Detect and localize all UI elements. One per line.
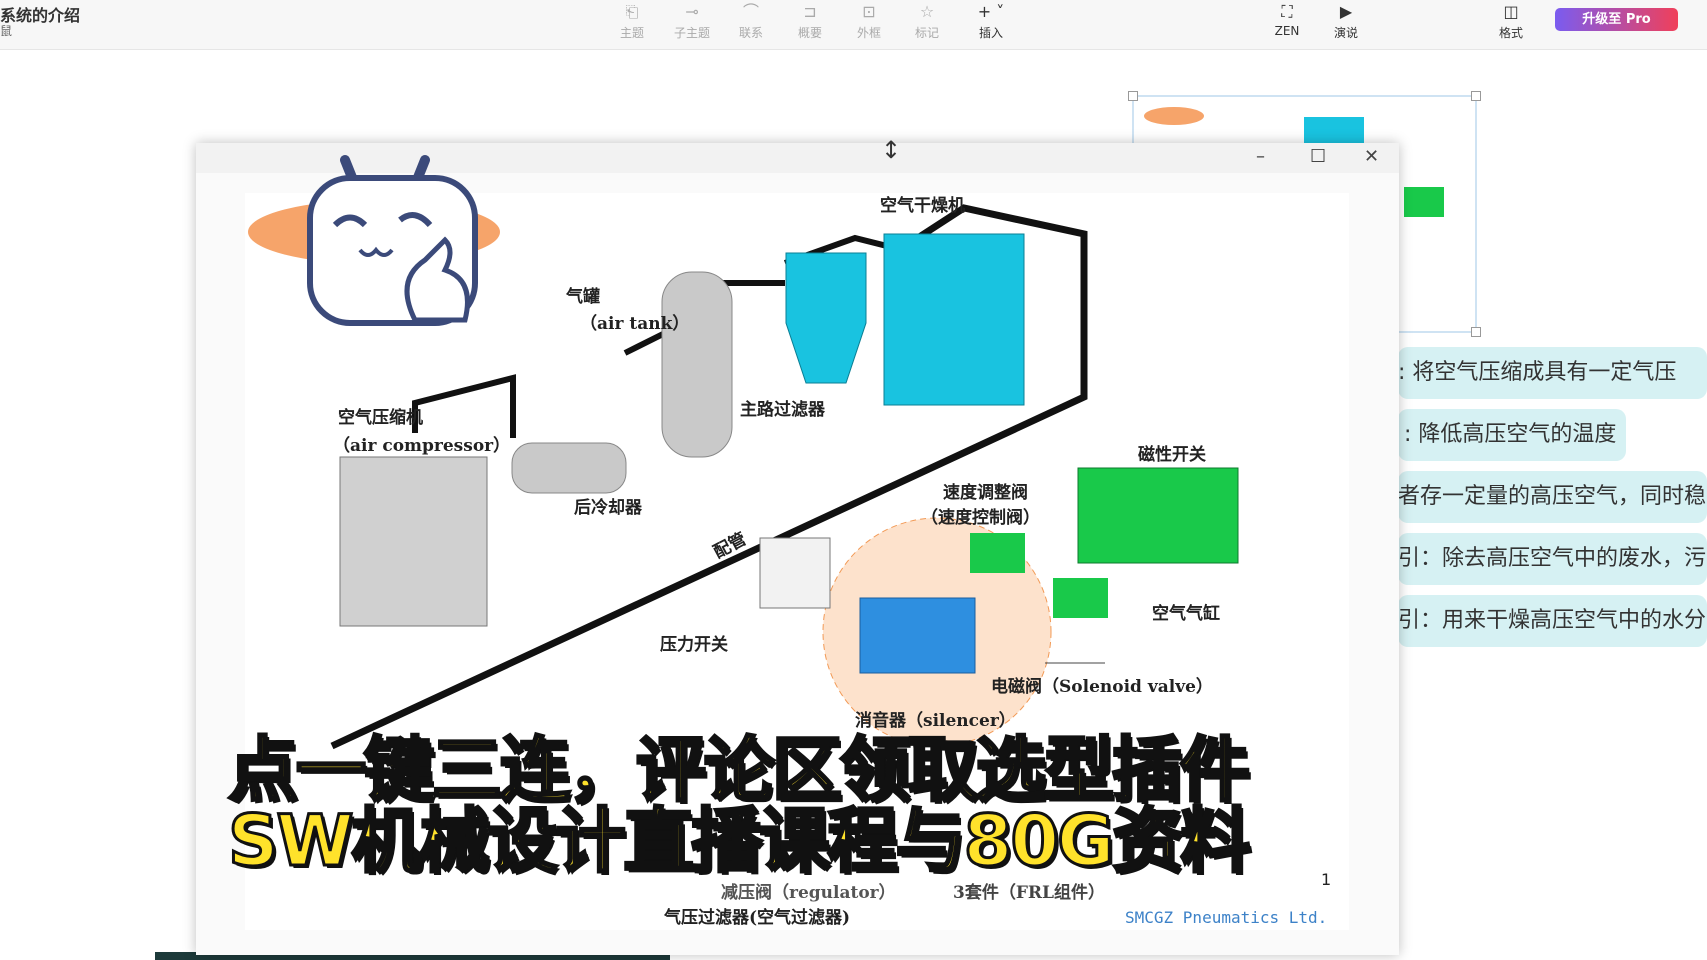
cylinder-shape xyxy=(1077,467,1239,564)
zen-button[interactable]: ⛶ ZEN xyxy=(1262,2,1312,38)
present-label: 演说 xyxy=(1333,26,1358,40)
page-number: 1 xyxy=(1321,870,1331,889)
label-solenoid: 电磁阀（Solenoid valve） xyxy=(991,677,1213,697)
mascot-sticker xyxy=(307,155,478,326)
caption-line-1: 点一键三连，评论区领取选型插件 xyxy=(227,729,1252,811)
upgrade-pro-button[interactable]: 升级至 Pro xyxy=(1555,8,1678,31)
summary-icon: ⊐ xyxy=(803,2,817,21)
relation-label: 联系 xyxy=(738,26,763,40)
subtopic-icon: ⊸ xyxy=(685,2,699,21)
mindmap-node[interactable]: 者存一定量的高压空气，同时稳 xyxy=(1398,471,1707,523)
thumbnail-oval xyxy=(1144,107,1204,125)
label-tank: 气罐 xyxy=(566,287,600,307)
panel-icon: ◫ xyxy=(1503,2,1519,21)
mindmap-node[interactable]: : 降低高压空气的温度 xyxy=(1398,409,1626,461)
label-compressor-en: （air compressor） xyxy=(333,436,511,456)
label-speed-valve-alt: （速度控制阀） xyxy=(921,508,1040,528)
fullscreen-icon: ⛶ xyxy=(1281,2,1293,21)
thumbnail-dryer xyxy=(1304,117,1364,147)
main-pipe xyxy=(330,204,1088,750)
mindmap-node[interactable]: : 将空气压缩成具有一定气压 xyxy=(1398,347,1707,399)
topic-icon: ⎗ xyxy=(625,2,639,21)
subtopic-button[interactable]: ⊸ 子主题 xyxy=(667,2,717,41)
boundary-label: 外框 xyxy=(856,26,881,40)
compressor-shape xyxy=(339,456,488,627)
switch-shape xyxy=(1053,578,1108,618)
company-label: SMCGZ Pneumatics Ltd. xyxy=(1125,908,1328,927)
label-frl: 3套件（FRL组件） xyxy=(953,883,1105,903)
label-tank-en: （air tank） xyxy=(580,314,690,334)
format-label: 格式 xyxy=(1498,26,1523,40)
mindmap-node[interactable]: 引：除去高压空气中的废水，污 xyxy=(1398,533,1707,585)
play-icon: ▶ xyxy=(1339,2,1353,21)
boundary-button[interactable]: ⊡ 外框 xyxy=(844,2,894,41)
label-regulator: 减压阀（regulator） xyxy=(721,883,896,903)
label-magnetic-switch: 磁性开关 xyxy=(1138,445,1206,465)
format-button[interactable]: ◫ 格式 xyxy=(1486,2,1536,41)
close-button[interactable]: ✕ xyxy=(1364,146,1380,167)
diagram-drawing: 1 xyxy=(330,204,1331,889)
minimize-button[interactable]: – xyxy=(1256,146,1265,167)
resize-handle[interactable] xyxy=(1471,327,1481,337)
summary-button[interactable]: ⊐ 概要 xyxy=(785,2,835,41)
relation-icon: ⌒ xyxy=(742,2,759,21)
speed-valve-shape xyxy=(970,533,1025,573)
resize-handle[interactable] xyxy=(1128,91,1138,101)
pipe-segment xyxy=(412,374,516,438)
bottom-bar xyxy=(155,952,670,960)
mindmap-node[interactable]: 引：用来干燥高压空气中的水分 xyxy=(1398,595,1707,647)
label-pressure-switch: 压力开关 xyxy=(660,635,728,655)
pressure-switch-shape xyxy=(759,537,831,609)
zen-label: ZEN xyxy=(1274,24,1300,38)
toolbar: 系统的介绍 鼠 ⎗ 主题 ⊸ 子主题 ⌒ 联系 ⊐ 概要 ⊡ 外框 ☆ 标记 + ˅ 插入 ⛶… xyxy=(0,0,1707,50)
topic-button[interactable]: ⎗ 主题 xyxy=(607,2,657,41)
insert-button[interactable]: + ˅ 插入 xyxy=(966,2,1016,41)
present-button[interactable]: ▶ 演说 xyxy=(1321,2,1371,41)
plus-icon: + ˅ xyxy=(977,2,1005,21)
maximize-button[interactable]: ☐ xyxy=(1310,146,1327,167)
window-titlebar[interactable]: – ☐ ✕ xyxy=(196,143,1399,173)
label-dryer: 空气干燥机 xyxy=(880,196,965,216)
label-aftercooler: 后冷却器 xyxy=(574,498,642,518)
label-main-filter: 主路过滤器 xyxy=(740,400,825,420)
thumbnail-cylinder xyxy=(1404,187,1444,217)
dryer-shape xyxy=(883,233,1025,406)
tank-shape xyxy=(661,271,733,458)
label-air-filter: 气压过滤器(空气过滤器) xyxy=(664,908,851,928)
label-compressor: 空气压缩机 xyxy=(338,408,423,428)
boundary-icon: ⊡ xyxy=(862,2,876,21)
caption-line-2: SW机械设计直播课程与80G资料 xyxy=(227,800,1252,882)
insert-label: 插入 xyxy=(978,26,1003,40)
relation-button[interactable]: ⌒ 联系 xyxy=(726,2,776,41)
topic-label: 主题 xyxy=(619,26,644,40)
marker-button[interactable]: ☆ 标记 xyxy=(902,2,952,41)
solenoid-valve-shape xyxy=(859,597,976,674)
subtopic-label: 子主题 xyxy=(673,26,710,40)
aftercooler-shape xyxy=(511,442,627,494)
document-title: 系统的介绍 xyxy=(0,6,81,25)
filter-shape xyxy=(785,252,867,384)
label-speed-valve: 速度调整阀 xyxy=(943,483,1028,503)
document-subtitle: 鼠 xyxy=(0,24,13,38)
summary-label: 概要 xyxy=(797,26,822,40)
star-icon: ☆ xyxy=(919,2,935,21)
resize-cursor-icon: ↕ xyxy=(881,136,902,164)
label-silencer: 消音器（silencer） xyxy=(855,711,1016,731)
marker-label: 标记 xyxy=(914,26,939,40)
resize-handle[interactable] xyxy=(1471,91,1481,101)
label-cylinder: 空气气缸 xyxy=(1152,604,1220,624)
